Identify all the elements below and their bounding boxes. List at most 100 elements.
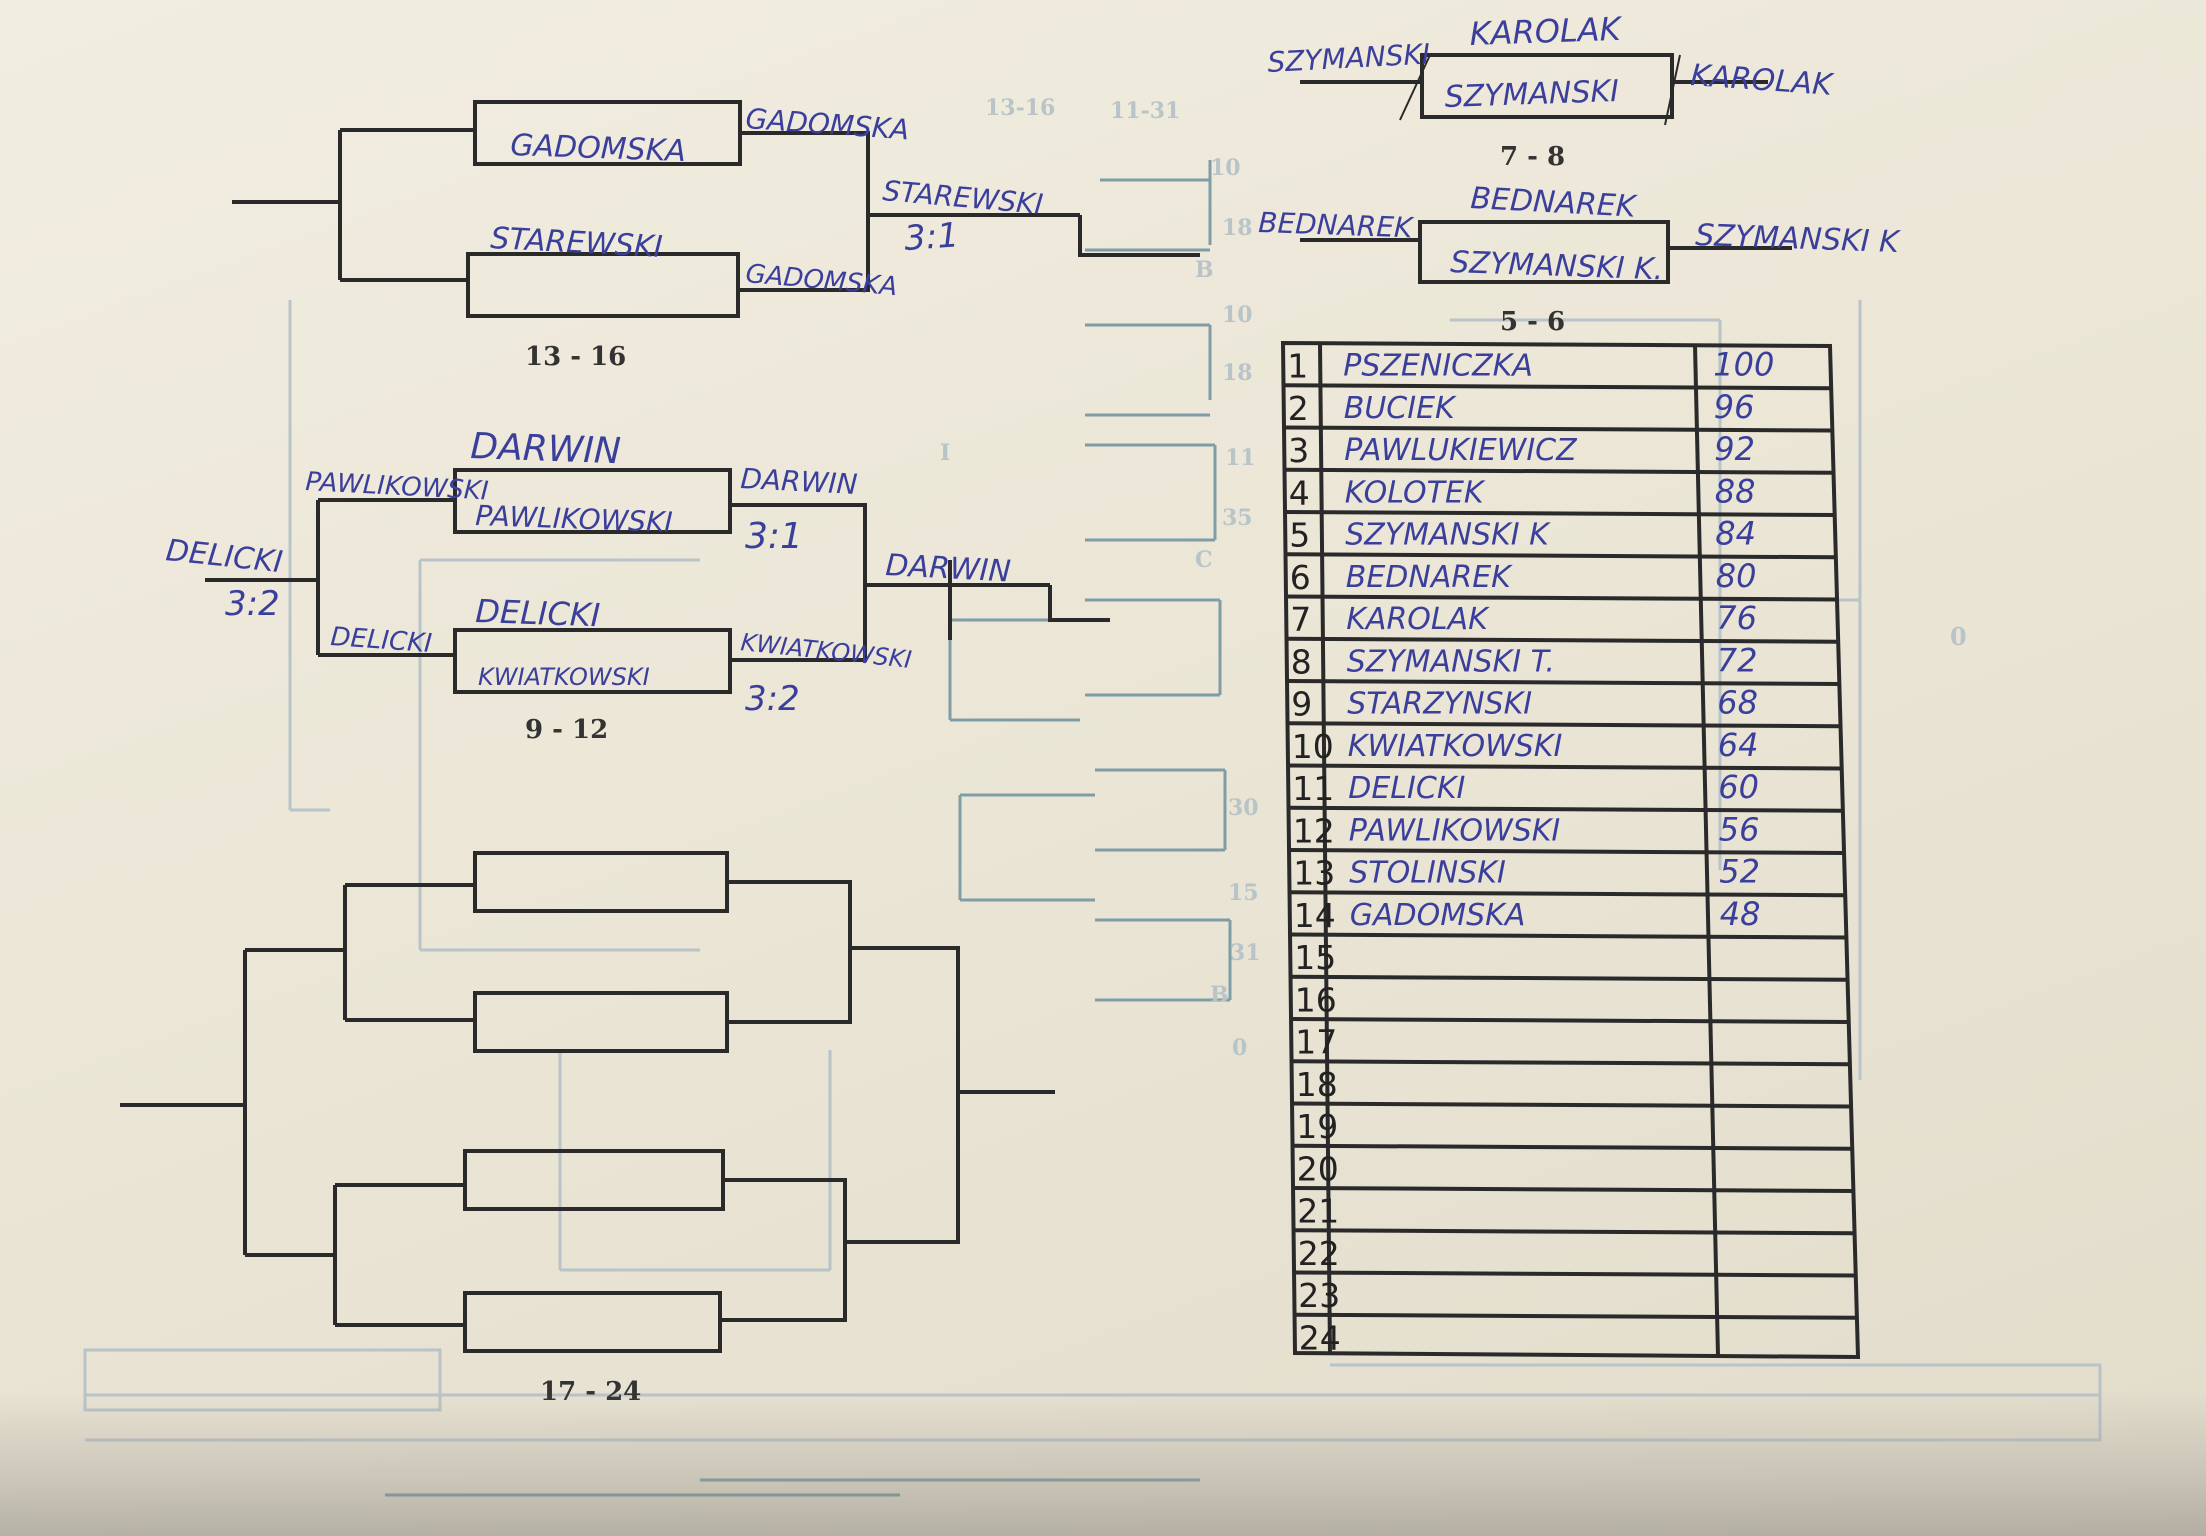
ghost-dash [385,1478,1200,1497]
b9-score1: 3:1 [745,516,803,557]
bracket-17-24-lower-right [720,1170,960,1322]
b9-slot1-above-name: DARWIN [470,426,622,472]
ghost-bracket-4 [1085,598,1222,697]
ghost-mark-9: I [940,440,950,466]
ranking-rank-13: 13 [1293,854,1335,893]
ranking-row-line [1285,594,1838,602]
bracket-9-12-entry [205,498,455,657]
bracket-17-24-box-4 [463,1291,722,1353]
ghost-mark-14: 0 [1232,1035,1247,1061]
ranking-rank-6: 6 [1290,558,1311,597]
ghost-bracket-11 [288,300,330,812]
ranking-rank-15: 15 [1294,938,1336,977]
ranking-name-4: KOLOTEK [1345,475,1486,510]
b7-left-name: SZYMANSKI [1267,38,1431,79]
ranking-row-line [1289,890,1846,898]
ranking-row-line [1284,510,1835,517]
ghost-mark-15: 0 [1950,622,1967,651]
b13-slot2-left-name: STAREWSKI [490,221,664,265]
ranking-rank-19: 19 [1296,1107,1338,1146]
ranking-points-3: 92 [1714,430,1755,468]
ghost-bracket-8 [948,580,1080,722]
ranking-rank-17: 17 [1295,1023,1337,1062]
b13-slot1-box-name: GADOMSKA [510,128,687,169]
ranking-points-4: 88 [1715,472,1756,510]
ranking-rank-14: 14 [1294,896,1336,935]
bracket-13-16-label: 13 - 16 [525,342,626,372]
ghost-mark-6: 11 [1225,445,1256,471]
ghost-bracket-7 [958,793,1095,902]
ranking-row-line [1293,1270,1856,1278]
ghost-bracket-2 [1085,323,1212,417]
b7-box-name: SZYMANSKI [1444,74,1620,115]
ranking-name-13: STOLINSKI [1349,856,1506,891]
ranking-row-line [1284,467,1834,475]
ghost-mark-3: B [1195,257,1214,283]
ranking-points-8: 72 [1717,641,1758,679]
bracket-7-8-label: 7 - 8 [1500,142,1565,172]
b9-slot2-left-name: DELICKI [330,622,433,659]
bracket-7-8-slash-marks [1399,54,1681,126]
ranking-name-8: SZYMANSKI T. [1347,644,1555,679]
ranking-row-line [1292,1186,1854,1193]
bracket-13-16-exit [738,131,1200,292]
bracket-17-24-box-1 [473,851,729,913]
ranking-name-6: BEDNAREK [1346,560,1513,595]
bracket-9-12: 9 - 12 PAWLIKOWSKI DARWIN PAWLIKOWSKI DE… [164,426,1110,745]
ranking-points-14: 48 [1720,895,1761,933]
ranking-row-line [1286,636,1839,644]
b13-score: 3:1 [903,215,960,259]
ranking-rank-24: 24 [1299,1318,1341,1357]
ghost-bracket-6 [1095,918,1232,1002]
bracket-13-16-entry [232,128,475,282]
bracket-17-24-label: 17 - 24 [540,1377,641,1407]
ghost-mark-8: C [1195,547,1213,573]
ranking-name-5: SZYMANSKI K [1345,518,1551,553]
bracket-17-24-upper-left [343,883,475,1022]
ranking-rank-16: 16 [1295,980,1337,1019]
b9-outer-score: 3:2 [225,584,280,624]
ranking-row-line [1288,805,1843,813]
ghost-mark-4: 10 [1222,302,1253,328]
bracket-9-12-exit [730,503,1110,662]
ghost-box-4 [1330,1363,2102,1400]
ranking-name-7: KAROLAK [1346,602,1490,637]
ranking-rank-11: 11 [1292,769,1334,808]
ghost-mark-12: 31 [1230,940,1261,966]
ranking-points-10: 64 [1718,726,1759,764]
ranking-rank-1: 1 [1287,347,1308,386]
b9-slot1-box-name: PAWLIKOWSKI [475,499,673,539]
b13-advance1-name: GADOMSKA [745,102,911,146]
ranking-points-11: 60 [1718,768,1759,806]
ranking-rank-9: 9 [1291,685,1312,724]
ranking-rank-5: 5 [1289,516,1310,555]
ranking-rank-18: 18 [1296,1065,1338,1104]
bracket-17-24-entry [120,948,345,1257]
ranking-name-14: GADOMSKA [1350,898,1526,933]
ranking-rank-3: 3 [1288,431,1309,470]
b7-right-name: KAROLAK [1689,58,1835,103]
ranking-row-line [1283,425,1833,433]
ranking-row-line [1287,721,1841,729]
ghost-bracket-5 [1095,768,1227,852]
b9-slot2-box-name: KWIATKOWSKI [478,663,650,691]
bracket-7-8: 7 - 8 SZYMANSKI KAROLAK SZYMANSKI KAROLA… [1267,10,1836,172]
ranking-points-5: 84 [1715,515,1756,553]
bracket-5-6-box [1418,220,1670,284]
b9-winner-name: DARWIN [885,548,1012,590]
ranking-rank-7: 7 [1290,600,1311,639]
ghost-mark-1: 10 [1210,155,1241,181]
bracket-13-16-box-2 [466,252,740,318]
ranking-points-7: 76 [1716,599,1757,637]
ranking-row-line [1294,1312,1857,1320]
ghost-mark-5: 18 [1222,360,1253,386]
b13-advance2-name: GADOMSKA [744,259,898,302]
ghost-bracket-9 [1450,318,1860,870]
ranking-table-frame [1280,340,1861,1360]
ranking-rank-21: 21 [1297,1192,1339,1231]
ranking-name-3: PAWLUKIEWICZ [1344,433,1578,468]
ghost-box-1 [558,1050,832,1272]
ranking-row-line [1283,383,1832,391]
